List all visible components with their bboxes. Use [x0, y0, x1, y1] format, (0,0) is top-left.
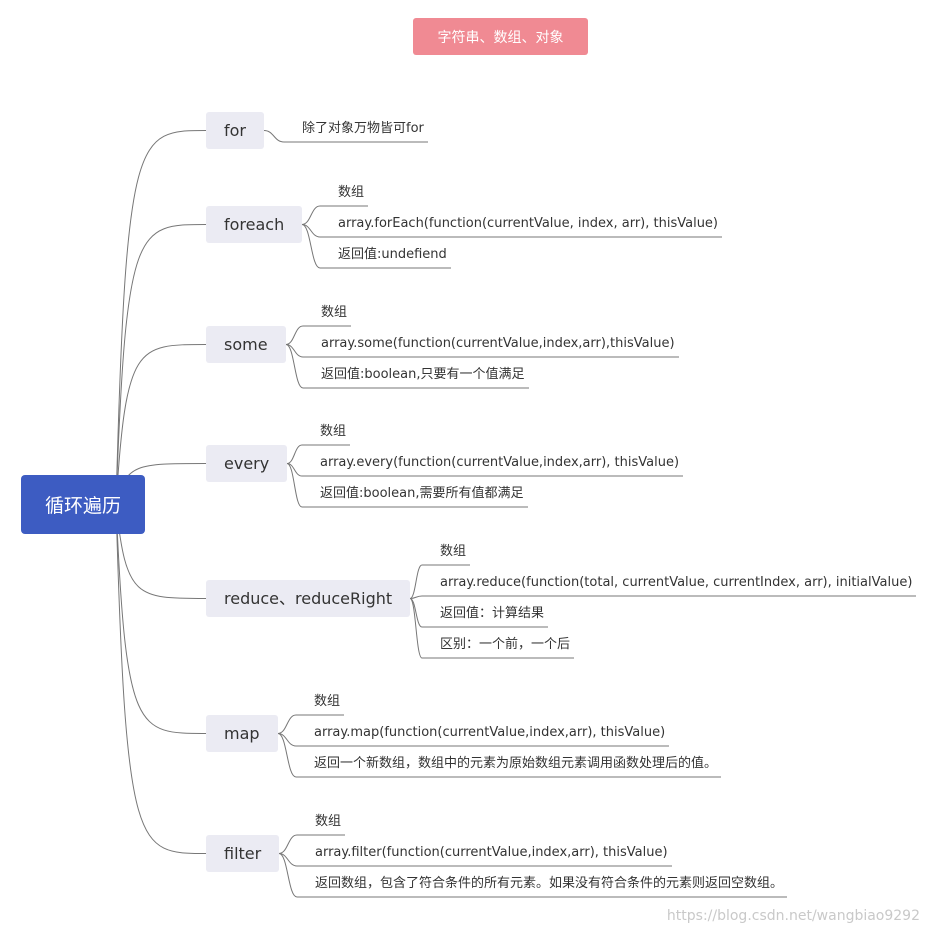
leaf-connector [409, 595, 916, 599]
leaf-foreach-syntax: array.forEach(function(currentValue, ind… [338, 216, 719, 231]
branch-node-reduce[interactable]: reduce、reduceRight [206, 580, 411, 617]
leaf-connector [409, 598, 574, 659]
leaf-connector [263, 130, 428, 143]
leaf-filter-syntax: array.filter(function(currentValue,index… [315, 845, 668, 860]
leaf-connector [278, 834, 345, 854]
watermark: https://blog.csdn.net/wangbiao9292 [666, 908, 920, 924]
leaf-connector [285, 344, 679, 358]
leaf-some-syntax: array.some(function(currentValue,index,a… [321, 336, 675, 351]
leaf-map-syntax: array.map(function(currentValue,index,ar… [314, 725, 666, 740]
leaf-filter-type: 数组 [315, 814, 342, 829]
leaf-connector [409, 564, 470, 599]
branch-connector-some [115, 344, 207, 505]
branch-node-some[interactable]: some [206, 326, 286, 363]
leaf-filter-return: 返回数组，包含了符合条件的所有元素。如果没有符合条件的元素则返回空数组。 [315, 876, 784, 891]
leaf-foreach-return: 返回值:undefiend [338, 247, 447, 262]
leaf-every-return: 返回值:boolean,需要所有值都满足 [320, 486, 524, 501]
leaf-connector [286, 463, 528, 508]
leaf-for-note: 除了对象万物皆可for [302, 121, 424, 136]
branch-connector-map [115, 504, 207, 734]
leaf-connector [301, 224, 451, 269]
leaf-connector [277, 714, 344, 734]
leaf-some-return: 返回值:boolean,只要有一个值满足 [321, 367, 525, 382]
branch-node-every[interactable]: every [206, 445, 288, 482]
leaf-connector [301, 224, 722, 238]
leaf-connector [285, 344, 529, 389]
leaf-every-syntax: array.every(function(currentValue,index,… [320, 455, 680, 470]
branch-node-foreach[interactable]: foreach [206, 206, 303, 243]
leaf-connector [278, 853, 787, 898]
branch-node-filter[interactable]: filter [206, 835, 280, 872]
leaf-reduce-return: 返回值：计算结果 [440, 606, 545, 621]
leaf-some-type: 数组 [321, 305, 348, 320]
leaf-connector [285, 325, 351, 345]
branch-connector-foreach [115, 224, 207, 505]
leaf-every-type: 数组 [320, 424, 347, 439]
leaf-connector [286, 444, 350, 464]
leaf-connector [277, 733, 669, 747]
branch-connector-filter [115, 504, 207, 854]
leaf-map-type: 数组 [314, 694, 341, 709]
leaf-connector [278, 853, 672, 867]
leaf-connector [301, 205, 368, 225]
branch-connector-for [115, 130, 207, 505]
category-tag: 字符串、数组、对象 [413, 18, 588, 55]
leaf-connector [277, 733, 721, 778]
leaf-connector [286, 463, 683, 477]
branch-node-for[interactable]: for [206, 112, 264, 149]
leaf-reduce-difference: 区别：一个前，一个后 [440, 637, 571, 652]
root-node[interactable]: 循环遍历 [21, 475, 145, 534]
leaf-map-return: 返回一个新数组，数组中的元素为原始数组元素调用函数处理后的值。 [314, 756, 718, 771]
leaf-reduce-syntax: array.reduce(function(total, currentValu… [440, 575, 913, 590]
leaf-foreach-type: 数组 [338, 185, 365, 200]
leaf-reduce-type: 数组 [440, 544, 467, 559]
branch-node-map[interactable]: map [206, 715, 278, 752]
